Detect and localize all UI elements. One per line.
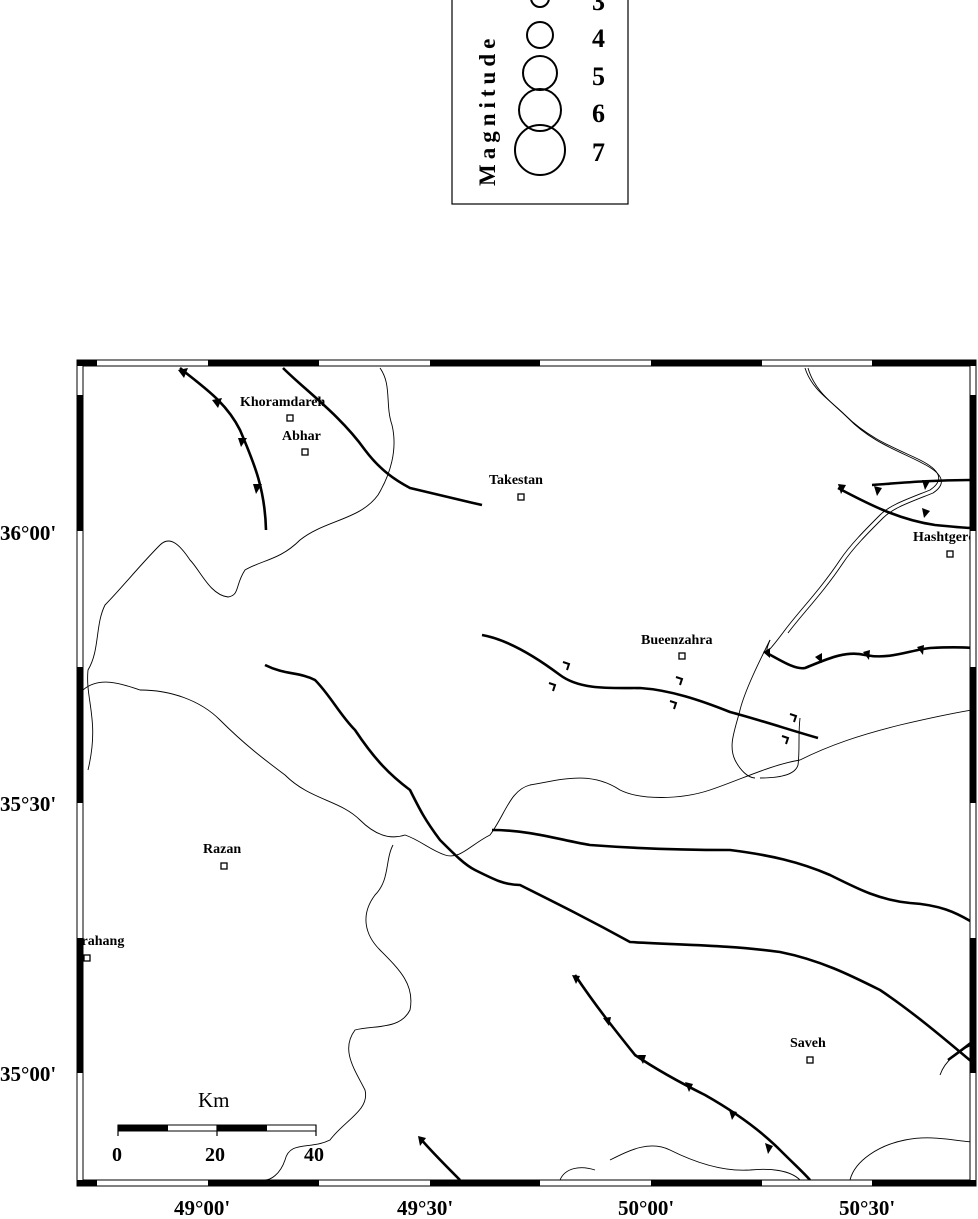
city-label-farahang: Farahang [66,934,124,949]
legend-label-mag4: 4 [592,24,605,53]
longitude-label-49-30: 49°30' [397,1196,453,1219]
latitude-label-35-00: 35°00' [0,1062,56,1086]
city-label-saveh: Saveh [790,1036,826,1051]
city-markers [83,414,954,1064]
city-marker-bueenzahra [678,652,686,660]
city-label-khoramdareh: Khoramdareh [240,395,326,410]
legend-label-mag3: 3 [592,0,605,16]
legend-label-mag7: 7 [592,138,605,167]
city-label-abhar: Abhar [282,429,321,444]
scale-bar-unit: Km [198,1088,230,1112]
city-label-takestan: Takestan [489,473,543,488]
legend-title: Magnitude [475,34,500,186]
scale-bar-tick-40: 40 [304,1144,324,1166]
city-marker-takestan [517,493,525,501]
faults [179,367,970,1180]
city-label-hashtgerd: Hashtgerd [913,530,976,545]
legend-circle-mag6 [518,88,562,132]
city-marker-farahang [83,954,91,962]
legend-circle-mag7 [514,124,566,176]
scale-bar-tick-20: 20 [205,1144,225,1166]
map-frame [76,359,977,1187]
city-marker-khoramdareh [286,414,294,422]
legend-label-mag6: 6 [592,99,605,128]
scale-bar-tick-0: 0 [112,1144,122,1166]
thrust-teeth [178,368,930,1154]
rivers [83,367,970,1180]
magnitude-legend: Magnitude 3 4 5 6 7 [451,0,629,205]
city-marker-razan [220,862,228,870]
scale-bar: Km 0 20 40 [112,1088,324,1166]
legend-circle-mag3 [530,0,550,8]
legend-circle-mag4 [526,21,554,49]
city-marker-hashtgerd [946,550,954,558]
city-label-razan: Razan [203,842,241,857]
latitude-label-35-30: 35°30' [0,792,56,816]
city-marker-saveh [806,1056,814,1064]
city-label-bueenzahra: Bueenzahra [641,633,713,648]
longitude-label-50-00: 50°00' [618,1196,674,1219]
latitude-label-36-00: 36°00' [0,521,56,545]
longitude-label-49-00: 49°00' [174,1196,230,1219]
longitude-label-50-30: 50°30' [839,1196,895,1219]
legend-label-mag5: 5 [592,62,605,91]
strike-slip-arrows [548,661,798,745]
city-marker-abhar [301,448,309,456]
